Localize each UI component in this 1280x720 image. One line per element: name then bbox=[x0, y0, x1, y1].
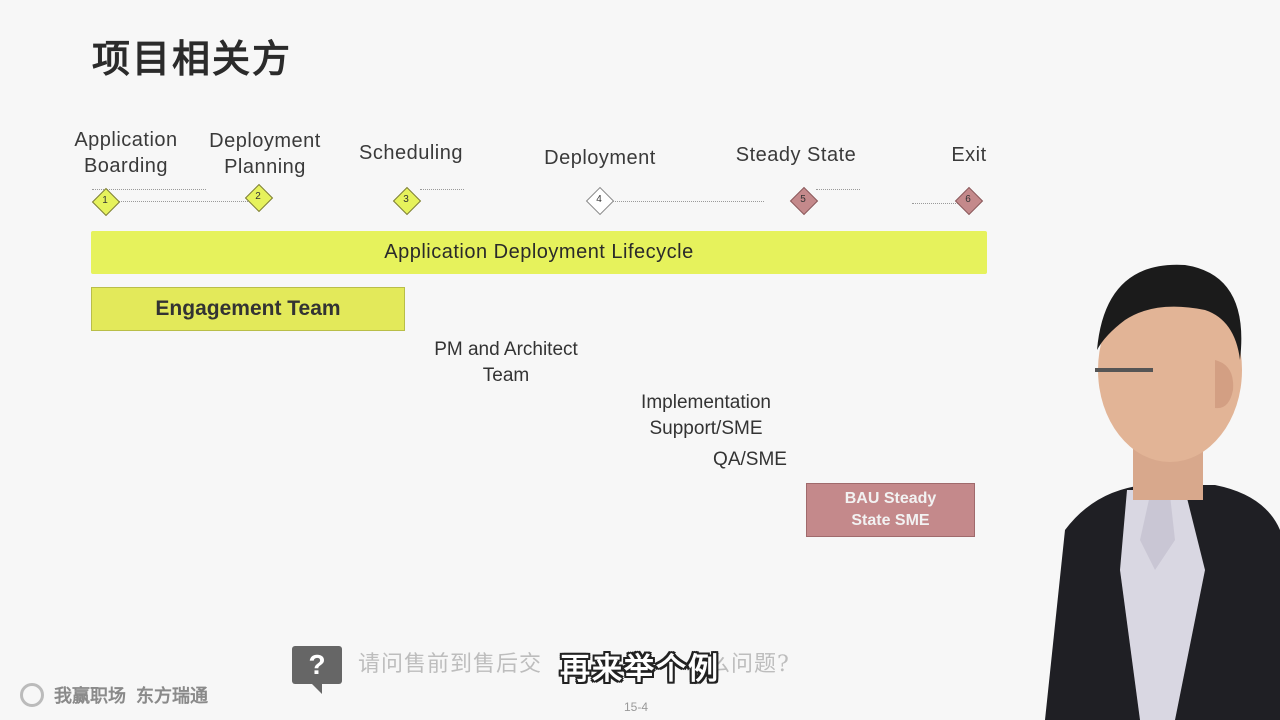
pm-architect-team: PM and Architect Team bbox=[412, 337, 600, 389]
lifecycle-label: Application Deployment Lifecycle bbox=[384, 241, 694, 263]
phase-5-line1: Steady State bbox=[735, 144, 857, 166]
engagement-team-label: Engagement Team bbox=[155, 297, 341, 320]
brand-name-1: 我赢职场 bbox=[54, 686, 126, 707]
brand-logos: 我赢职场 东方瑞通 bbox=[20, 682, 208, 708]
timeline-line-1 bbox=[92, 189, 206, 190]
phase-label-exit: Exit bbox=[940, 142, 998, 168]
video-subtitle: 再来举个例 bbox=[560, 652, 720, 687]
phase-6-line1: Exit bbox=[951, 144, 987, 166]
lifecycle-bar: Application Deployment Lifecycle bbox=[91, 231, 987, 274]
question-text-end: 么问题? bbox=[708, 652, 790, 677]
page-number: 15-4 bbox=[624, 700, 649, 714]
phase-3-line1: Scheduling bbox=[359, 142, 463, 164]
phase-label-deployment-planning: Deployment Planning bbox=[202, 128, 328, 180]
phase-1-line2: Boarding bbox=[83, 155, 169, 177]
milestone-1-number: 1 bbox=[102, 195, 108, 206]
question-caption: 请问售前到售后交 么问题? bbox=[358, 646, 790, 678]
bau-line2: State SME bbox=[851, 512, 930, 529]
phase-2-line1: Deployment bbox=[209, 130, 321, 152]
phase-2-line2: Planning bbox=[224, 156, 306, 178]
slide-title: 项目相关方 bbox=[92, 37, 293, 81]
timeline-line-3 bbox=[420, 189, 464, 190]
phase-4-line1: Deployment bbox=[544, 147, 656, 169]
phase-1-line1: Application bbox=[74, 129, 178, 151]
impl-line2: Support/SME bbox=[649, 418, 763, 439]
milestone-5-number: 5 bbox=[800, 194, 806, 205]
phase-label-deployment: Deployment bbox=[536, 145, 664, 171]
implementation-support-team: Implementation Support/SME bbox=[614, 390, 798, 442]
milestone-3-number: 3 bbox=[403, 194, 409, 205]
timeline-line-4 bbox=[612, 201, 764, 202]
timeline-line-5 bbox=[816, 189, 860, 190]
qa-sme-team: QA/SME bbox=[700, 447, 800, 473]
timeline-line-2 bbox=[118, 201, 250, 202]
bau-steady-state-box: BAU Steady State SME bbox=[806, 483, 975, 537]
pm-line2: Team bbox=[482, 365, 530, 386]
impl-line1: Implementation bbox=[641, 392, 771, 413]
phase-label-scheduling: Scheduling bbox=[350, 140, 472, 166]
milestone-4-number: 4 bbox=[596, 194, 602, 205]
question-icon: ? bbox=[292, 646, 342, 694]
milestone-6-number: 6 bbox=[965, 194, 971, 205]
phase-label-steady-state: Steady State bbox=[728, 142, 864, 168]
circle-logo-icon bbox=[20, 683, 44, 707]
timeline-line-6 bbox=[912, 203, 958, 204]
engagement-team-box: Engagement Team bbox=[91, 287, 405, 331]
phase-label-application-boarding: Application Boarding bbox=[66, 127, 186, 179]
milestone-2-number: 2 bbox=[255, 191, 261, 202]
question-text-start: 请问售前到售后交 bbox=[358, 652, 543, 677]
brand-name-2: 东方瑞通 bbox=[136, 686, 208, 707]
qa-label: QA/SME bbox=[713, 449, 787, 470]
pm-line1: PM and Architect bbox=[434, 339, 578, 360]
presenter-video-image bbox=[1035, 240, 1280, 720]
bau-line1: BAU Steady bbox=[844, 490, 937, 507]
